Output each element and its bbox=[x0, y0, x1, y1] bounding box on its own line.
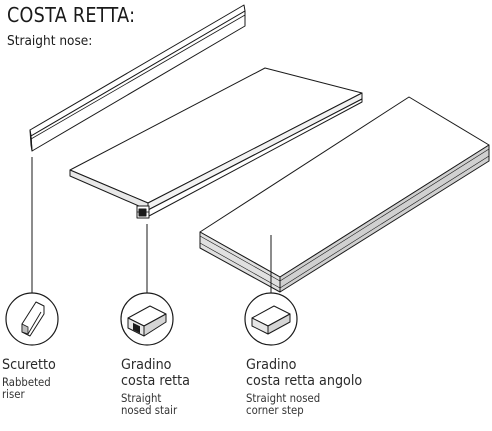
stair-profile-detail bbox=[120, 292, 174, 346]
caption-stair-name-en-line2: nosed stair bbox=[121, 403, 178, 417]
caption-corner-step-name-en-line1: Straight nosed bbox=[246, 391, 321, 405]
leader-lines bbox=[31, 157, 272, 293]
caption-corner-step-name-en-line2: corner step bbox=[246, 403, 304, 417]
caption-riser: Scuretto Rabbeted riser bbox=[2, 357, 63, 400]
corner-step-illustration bbox=[199, 96, 490, 293]
riser-profile-detail bbox=[5, 292, 59, 346]
section-title: COSTA RETTA: bbox=[7, 3, 136, 27]
caption-stair-name-it-line2: costa retta bbox=[121, 373, 190, 389]
caption-riser-name-en-line1: Rabbeted bbox=[2, 375, 51, 389]
caption-corner-step: Gradino costa retta angolo Straight nose… bbox=[246, 357, 378, 416]
riser-illustration bbox=[29, 4, 246, 152]
caption-stair: Gradino costa retta Straight nosed stair bbox=[121, 357, 199, 416]
caption-riser-name-it: Scuretto bbox=[2, 357, 56, 373]
caption-corner-step-name-it-line2: costa retta angolo bbox=[246, 373, 363, 389]
caption-corner-step-name-it-line1: Gradino bbox=[246, 357, 297, 373]
corner-step-profile-detail bbox=[244, 292, 298, 346]
caption-riser-name-en-line2: riser bbox=[2, 387, 25, 401]
stair-illustration bbox=[69, 67, 363, 219]
section-subtitle: Straight nose: bbox=[7, 33, 93, 49]
caption-stair-name-it-line1: Gradino bbox=[121, 357, 172, 373]
caption-stair-name-en-line1: Straight bbox=[121, 391, 162, 405]
